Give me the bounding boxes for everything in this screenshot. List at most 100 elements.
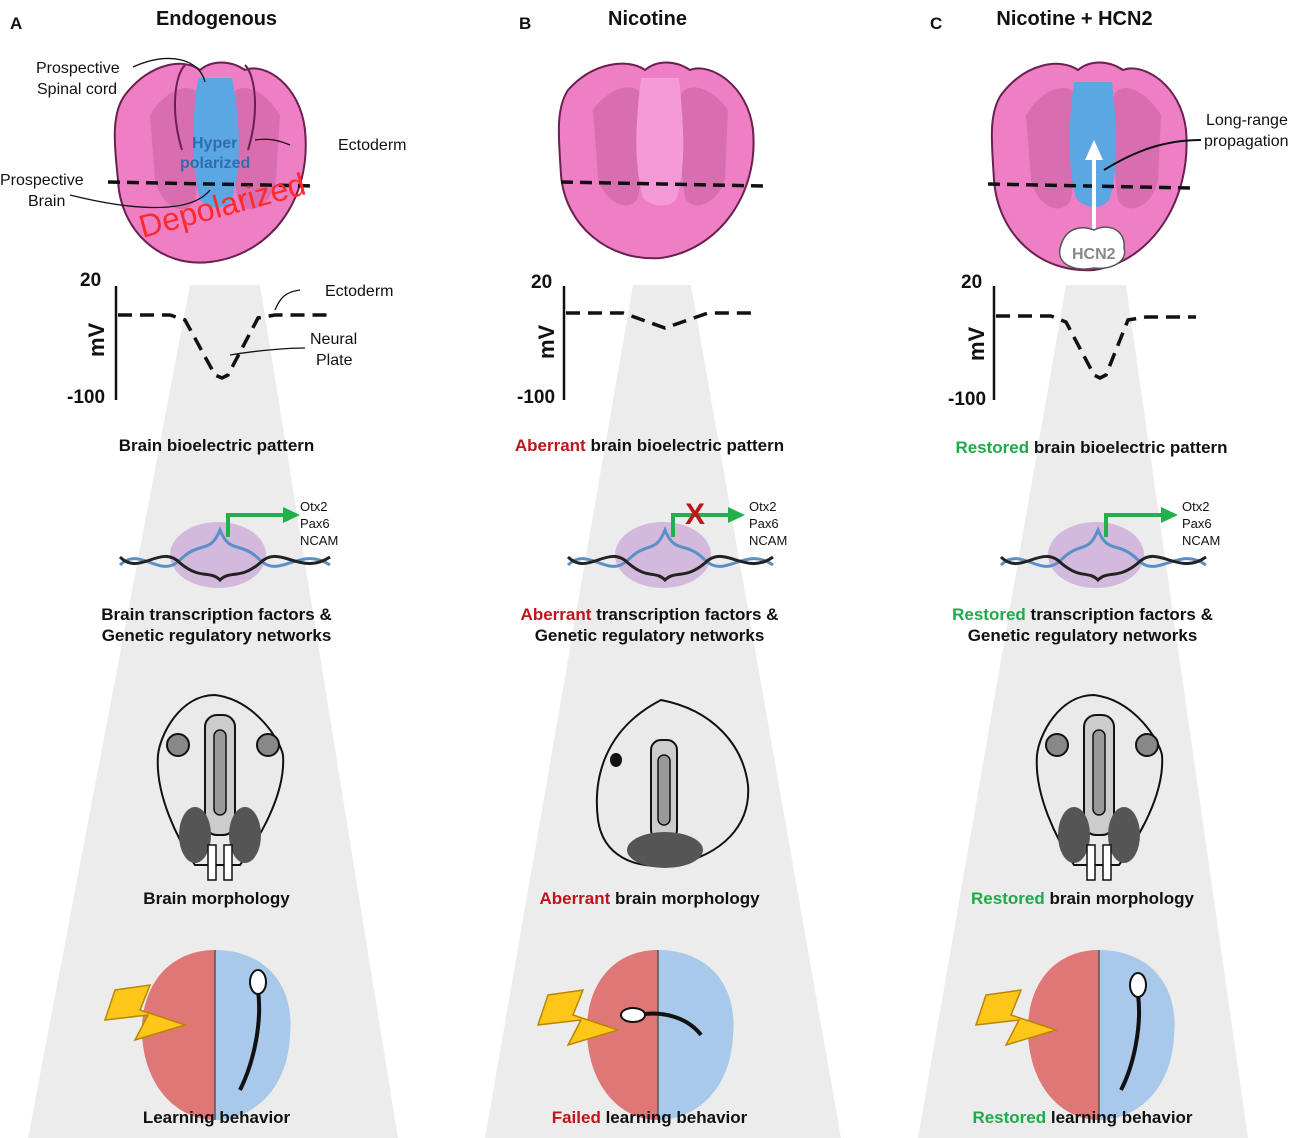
- tadpole-tail: [1119, 994, 1142, 1091]
- tadpole-tail: [238, 989, 262, 1091]
- section-line: [107, 180, 316, 188]
- label-prospective-spinal-line2: Spinal cord: [37, 81, 118, 98]
- caption-learning: Learning behavior: [142, 1108, 291, 1127]
- eye-right: [256, 733, 280, 757]
- learning-assay-drawing: [974, 950, 1175, 1120]
- dish-red-half: [586, 950, 658, 1120]
- axis-unit-label: mV: [964, 326, 989, 361]
- trace-line-nicotine: [566, 311, 758, 330]
- gene-pax6: Pax6: [1182, 516, 1212, 531]
- shock-bolt-icon: [974, 989, 1059, 1047]
- eye-left: [1045, 733, 1069, 757]
- axis-min-label: -100: [67, 387, 106, 408]
- membrane-potential-trace: [562, 286, 758, 400]
- panel-nicotine: B Nicotine 20 -100 mV Aberrant brain bio…: [433, 0, 866, 1138]
- axis-max-label: 20: [531, 272, 553, 293]
- section-line: [987, 182, 1192, 190]
- panel-letter: B: [519, 14, 532, 33]
- eye-left: [610, 753, 622, 767]
- expression-arrow: [671, 513, 730, 537]
- tadpole-icon: [620, 1007, 646, 1023]
- trace-label-neural: Neural: [310, 331, 358, 348]
- gene-otx2: Otx2: [1182, 499, 1210, 514]
- label-long-range: Long-range: [1206, 112, 1288, 129]
- panel-letter: C: [930, 14, 943, 33]
- gene-expression-diagram: [999, 507, 1207, 588]
- shock-bolt-icon: [103, 984, 188, 1042]
- caption-learning: Failed learning behavior: [551, 1108, 748, 1127]
- trace-line-restored: [996, 314, 1196, 380]
- hcn2-blob: [1058, 226, 1126, 270]
- axis-unit-label: mV: [84, 322, 109, 357]
- label-prospective-brain-line2: Brain: [28, 193, 66, 210]
- learning-assay-drawing: [536, 950, 734, 1120]
- gene-otx2: Otx2: [749, 499, 777, 514]
- gene-expression-diagram: [566, 507, 774, 588]
- axis-max-label: 20: [961, 272, 983, 293]
- dish-blue-half: [658, 950, 734, 1120]
- brain-morphology-drawing: [1035, 693, 1164, 881]
- membrane-potential-trace: [992, 286, 1196, 400]
- membrane-potential-trace: [114, 286, 330, 400]
- dish-blue-half: [215, 950, 291, 1120]
- blocked-x-icon: X: [685, 498, 706, 531]
- gene-pax6: Pax6: [300, 516, 330, 531]
- caption-tf-line2: Genetic regulatory networks: [534, 626, 765, 645]
- dish-red-half: [1027, 950, 1099, 1120]
- learning-assay-drawing: [103, 950, 291, 1120]
- expression-arrow: [226, 513, 285, 537]
- tadpole-icon: [249, 969, 267, 995]
- caption-tf-line1: Aberrant transcription factors &: [520, 605, 779, 624]
- trace-line-endogenous: [118, 313, 330, 380]
- gene-ncam: NCAM: [749, 533, 788, 548]
- embryo-diagram: [69, 57, 316, 264]
- gene-expression-diagram: [118, 507, 331, 588]
- caption-morphology: Restored brain morphology: [971, 889, 1194, 908]
- label-hyper: Hyper: [192, 135, 238, 152]
- panel-letter: A: [10, 14, 23, 33]
- axis-min-label: -100: [517, 387, 556, 408]
- panel-title: Nicotine + HCN2: [996, 8, 1153, 30]
- label-hcn2: HCN2: [1072, 246, 1116, 263]
- section-line: [560, 180, 766, 188]
- brain-morphology-drawing: [156, 693, 285, 881]
- shock-bolt-icon: [536, 989, 621, 1047]
- label-prospective-brain-line1: Prospective: [0, 172, 84, 189]
- expression-arrow: [1104, 513, 1163, 537]
- label-polarized: polarized: [180, 155, 251, 172]
- panel-title: Nicotine: [608, 8, 687, 30]
- gene-ncam: NCAM: [1182, 533, 1221, 548]
- caption-bioelectric: Restored brain bioelectric pattern: [955, 438, 1228, 457]
- trace-label-ectoderm: Ectoderm: [325, 283, 394, 300]
- panel-endogenous: A Endogenous Prospective Spinal cord Ect…: [0, 0, 433, 1138]
- eye-left: [166, 733, 190, 757]
- embryo-diagram: [557, 61, 766, 260]
- caption-tf-line2: Genetic regulatory networks: [101, 626, 332, 645]
- gene-ncam: NCAM: [300, 533, 339, 548]
- gene-otx2: Otx2: [300, 499, 328, 514]
- caption-bioelectric: Brain bioelectric pattern: [118, 436, 315, 455]
- hyperpolarized-region: [193, 78, 239, 208]
- panel-nicotine-hcn2: C Nicotine + HCN2 Long-range propagation…: [866, 0, 1299, 1138]
- tadpole-icon: [1129, 972, 1147, 998]
- caption-morphology: Aberrant brain morphology: [539, 889, 760, 908]
- caption-bioelectric: Aberrant brain bioelectric pattern: [514, 436, 785, 455]
- caption-tf-line2: Genetic regulatory networks: [967, 626, 1198, 645]
- axis-max-label: 20: [80, 270, 102, 291]
- caption-learning: Restored learning behavior: [972, 1108, 1193, 1127]
- trace-label-plate: Plate: [316, 352, 353, 369]
- caption-tf-line1: Restored transcription factors &: [952, 605, 1213, 624]
- caption-tf-line1: Brain transcription factors &: [101, 605, 332, 624]
- embryo-diagram: [987, 61, 1202, 272]
- axis-unit-label: mV: [534, 324, 559, 359]
- label-prospective-spinal-line1: Prospective: [36, 60, 120, 77]
- gene-pax6: Pax6: [749, 516, 779, 531]
- brain-morphology-drawing: [595, 698, 750, 868]
- label-ectoderm: Ectoderm: [338, 137, 407, 154]
- axis-min-label: -100: [948, 389, 987, 410]
- dish-red-half: [141, 950, 215, 1120]
- caption-morphology: Brain morphology: [143, 889, 290, 908]
- label-propagation: propagation: [1204, 133, 1289, 150]
- panel-title: Endogenous: [155, 8, 278, 30]
- eye-right: [1135, 733, 1159, 757]
